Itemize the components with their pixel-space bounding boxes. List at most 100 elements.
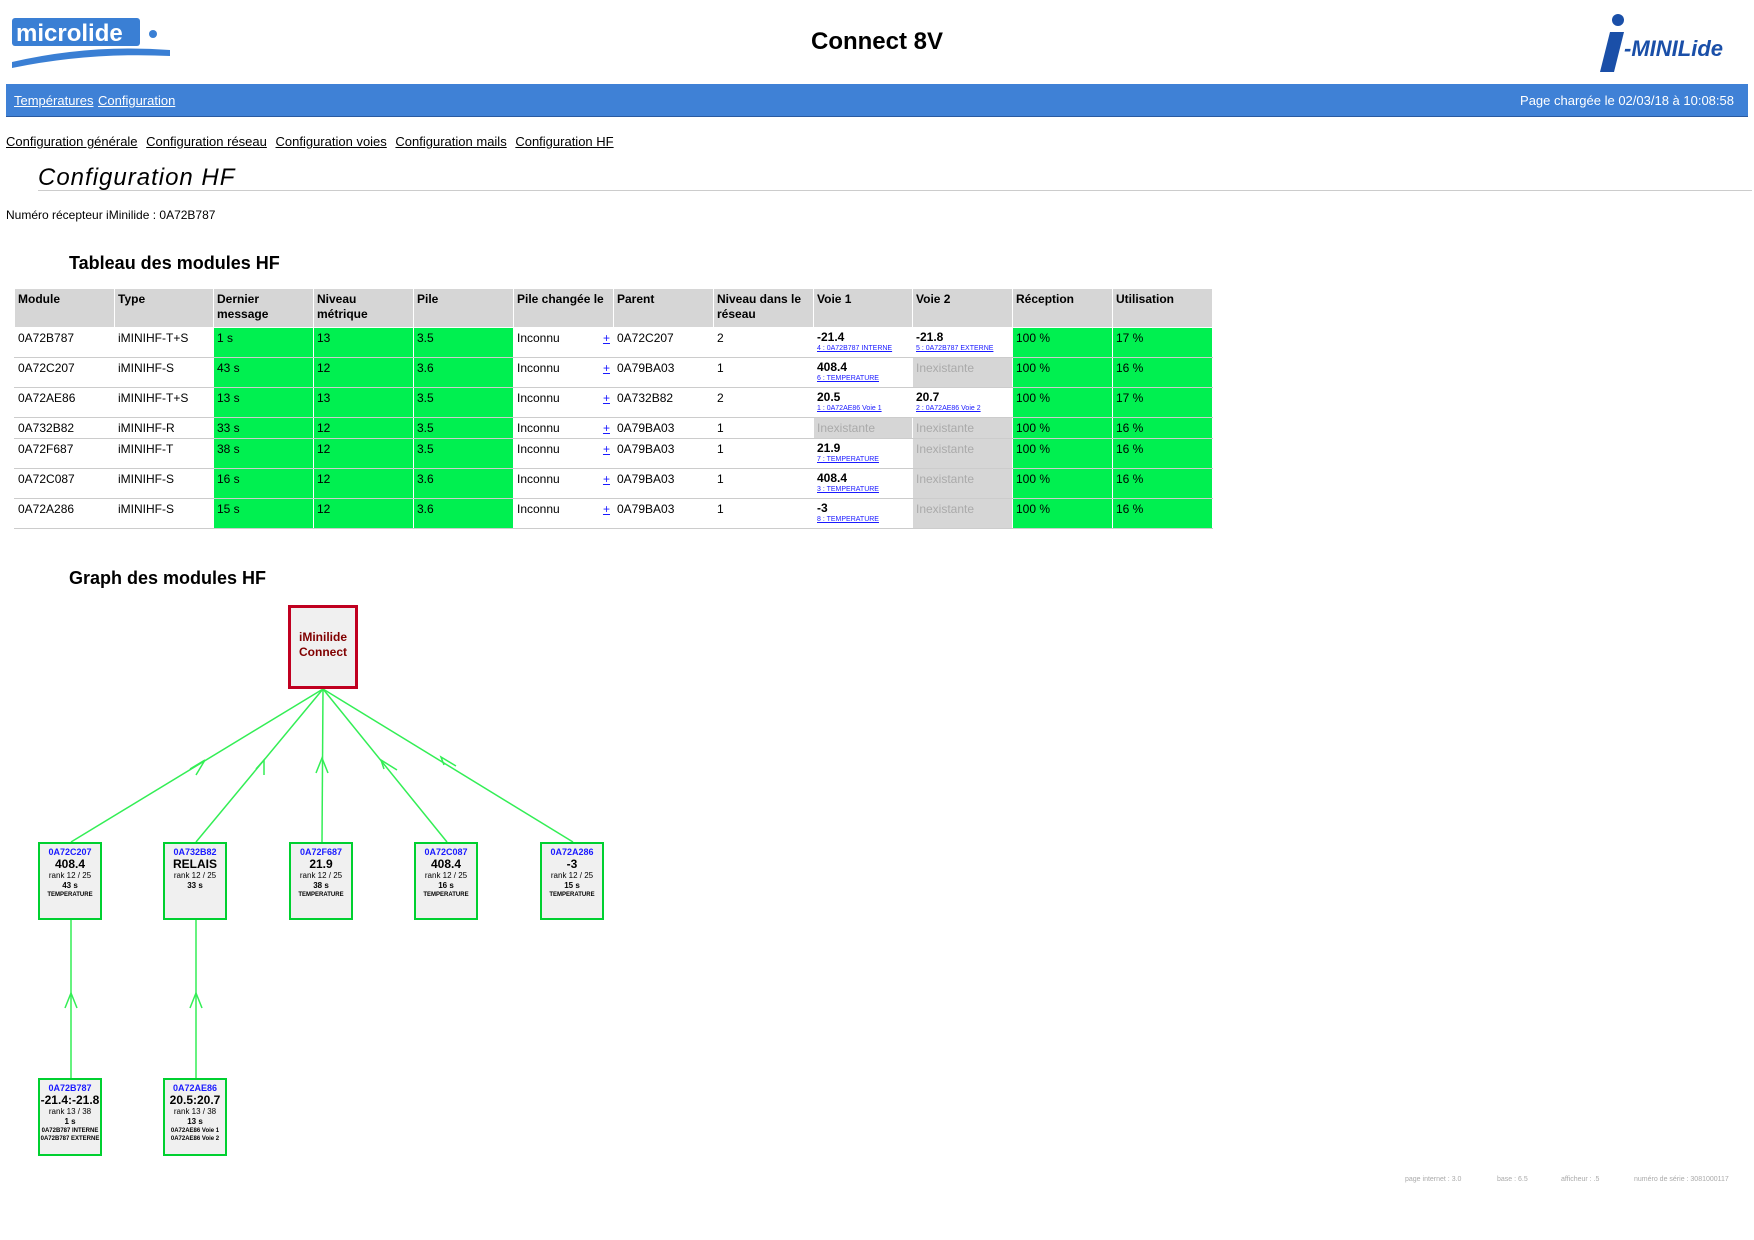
- cell-parent: 0A79BA03: [613, 357, 714, 388]
- battery-changed-value: Inconnu: [517, 331, 560, 345]
- channel-link[interactable]: 1 : 0A72AE86 Voie 1: [817, 405, 882, 412]
- battery-changed-value: Inconnu: [517, 391, 560, 405]
- subnav-channels-link[interactable]: Configuration voies: [275, 134, 387, 149]
- node-value: 408.4: [430, 857, 462, 871]
- channel-value: Inexistante: [916, 442, 975, 456]
- channel-value: 20.5: [817, 390, 841, 404]
- hf-graph-lines: [64, 688, 574, 1078]
- cell-metric-level: 12: [313, 357, 414, 388]
- battery-change-add-button[interactable]: +: [602, 502, 610, 516]
- header-metric-level: Niveau métrique: [313, 288, 414, 328]
- cell-module: 0A72C087: [14, 468, 115, 499]
- subnav-network-link[interactable]: Configuration réseau: [146, 134, 267, 149]
- graph-arrow: [255, 758, 265, 775]
- cell-battery-changed: + Inconnu: [513, 327, 614, 358]
- cell-parent: 0A79BA03: [613, 417, 714, 439]
- node-id: 0A72C207: [48, 847, 92, 857]
- cell-usage: 16 %: [1112, 357, 1213, 388]
- node-rank: rank 13 / 38: [48, 1107, 92, 1116]
- cell-network-level: 1: [713, 498, 814, 529]
- battery-change-add-button[interactable]: +: [602, 442, 610, 456]
- graph-edge: [322, 688, 448, 843]
- battery-changed-value: Inconnu: [517, 442, 560, 456]
- cell-type: iMINIHF-S: [114, 498, 214, 529]
- cell-network-level: 1: [713, 417, 814, 439]
- cell-battery-changed: + Inconnu: [513, 498, 614, 529]
- cell-channel-2: Inexistante: [912, 498, 1013, 529]
- table-title: Tableau des modules HF: [69, 253, 280, 273]
- page-title: Connect 8V: [810, 28, 944, 55]
- battery-changed-value: Inconnu: [517, 502, 560, 516]
- root-node-iminilide-connect[interactable]: iMinilide Connect: [288, 605, 358, 689]
- cell-last-message: 13 s: [213, 387, 314, 418]
- cell-battery: 3.5: [413, 387, 514, 418]
- cell-reception: 100 %: [1012, 438, 1113, 469]
- footer-display-version: afficheur : .5: [1561, 1176, 1600, 1183]
- nav-temperatures-link[interactable]: Températures: [14, 93, 94, 108]
- cell-reception: 100 %: [1012, 498, 1113, 529]
- page-loaded-timestamp: Page chargée le 02/03/18 à 10:08:58: [1520, 93, 1734, 108]
- cell-battery-changed: +Inconnu: [513, 417, 614, 439]
- header-battery-changed: Pile changée le: [513, 288, 614, 328]
- cell-usage: 17 %: [1112, 387, 1213, 418]
- header-network-level: Niveau dans le réseau: [713, 288, 814, 328]
- subnav-general-link[interactable]: Configuration générale: [6, 134, 138, 149]
- cell-battery: 3.6: [413, 468, 514, 499]
- header-type: Type: [114, 288, 214, 328]
- node-rank: rank 13 / 38: [173, 1107, 217, 1116]
- cell-metric-level: 12: [313, 468, 414, 499]
- footer-serial-number: numéro de série : 3081000117: [1634, 1176, 1729, 1183]
- subnav-hf-link[interactable]: Configuration HF: [515, 134, 614, 149]
- channel-link[interactable]: 2 : 0A72AE86 Voie 2: [916, 405, 981, 412]
- cell-network-level: 1: [713, 438, 814, 469]
- subnav-mails-link[interactable]: Configuration mails: [395, 134, 507, 149]
- channel-link[interactable]: 6 : TEMPERATURE: [817, 375, 879, 382]
- channel-link[interactable]: 8 : TEMPERATURE: [817, 516, 879, 523]
- channel-link[interactable]: 5 : 0A72B787 EXTERNE: [916, 345, 994, 352]
- node-rank: rank 12 / 25: [299, 871, 343, 880]
- node-id: 0A72B787: [48, 1083, 92, 1093]
- channel-value: -21.8: [916, 330, 944, 344]
- node-time: 1 s: [64, 1117, 76, 1126]
- battery-change-add-button[interactable]: +: [602, 361, 610, 375]
- header-parent: Parent: [613, 288, 714, 328]
- cell-reception: 100 %: [1012, 387, 1113, 418]
- nav-configuration-link[interactable]: Configuration: [98, 93, 176, 108]
- cell-reception: 100 %: [1012, 357, 1113, 388]
- node-label: 0A72AE86 Voie 2: [170, 1136, 220, 1142]
- graph-arrow: [189, 990, 203, 1009]
- node-label: 0A72B787 EXTERNE: [40, 1136, 100, 1142]
- graph-arrow: [64, 990, 78, 1009]
- node-label: TEMPERATURE: [423, 892, 469, 898]
- channel-link[interactable]: 4 : 0A72B787 INTERNE: [817, 345, 893, 352]
- channel-value: Inexistante: [817, 421, 876, 435]
- channel-link[interactable]: 3 : TEMPERATURE: [817, 486, 879, 493]
- battery-change-add-button[interactable]: +: [602, 331, 610, 345]
- header-channel-2: Voie 2: [912, 288, 1013, 328]
- receiver-number: Numéro récepteur iMinilide : 0A72B787: [6, 208, 216, 222]
- cell-module: 0A72F687: [14, 438, 115, 469]
- battery-change-add-button[interactable]: +: [602, 421, 610, 435]
- node-id: 0A72AE86: [172, 1083, 218, 1093]
- footer-page-version: page internet : 3.0: [1405, 1176, 1462, 1183]
- channel-link[interactable]: 7 : TEMPERATURE: [817, 456, 879, 463]
- graph-arrow: [189, 759, 206, 776]
- battery-change-add-button[interactable]: +: [602, 472, 610, 486]
- battery-change-add-button[interactable]: +: [602, 391, 610, 405]
- cell-usage: 17 %: [1112, 327, 1213, 358]
- cell-type: iMINIHF-S: [114, 468, 214, 499]
- cell-battery: 3.6: [413, 357, 514, 388]
- node-label: TEMPERATURE: [549, 892, 595, 898]
- logo-right-text: -MINILide: [1624, 36, 1723, 61]
- graph-arrow: [379, 758, 398, 771]
- cell-module: 0A732B82: [14, 417, 115, 439]
